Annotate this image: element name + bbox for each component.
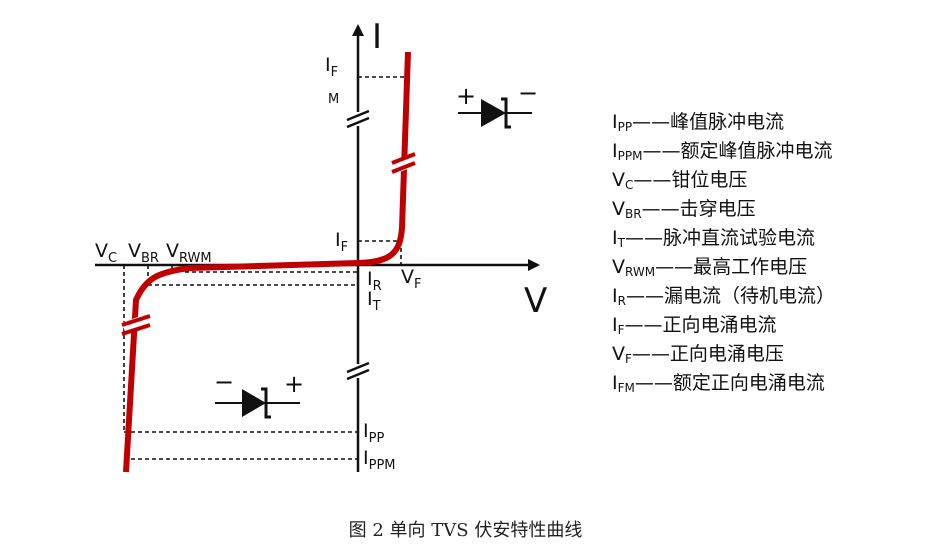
- legend-symbol-sub: PPM: [617, 149, 643, 163]
- label-ipp: IPP: [363, 420, 384, 446]
- legend-dash: ——: [625, 285, 664, 307]
- label-ippm: IPPM: [363, 447, 396, 473]
- legend-item: IF——正向电涌电流: [612, 311, 912, 340]
- legend-text: 脉冲直流试验电流: [662, 227, 815, 249]
- y-axis-label: I: [372, 17, 382, 57]
- legend-item: VBR——击穿电压: [612, 195, 912, 224]
- label-vc: VC: [95, 240, 117, 266]
- legend-symbol: V: [612, 343, 625, 365]
- legend-item: IPPM——额定峰值脉冲电流: [612, 137, 912, 166]
- legend-dash: ——: [624, 227, 663, 249]
- figure-caption: 图 2 单向 TVS 伏安特性曲线: [348, 520, 583, 541]
- diode-lower-minus: −: [214, 368, 234, 396]
- legend-text: 钳位电压: [671, 169, 748, 191]
- legend-symbol: I: [612, 314, 618, 336]
- label-vf: VF: [401, 266, 421, 292]
- legend-dash: ——: [642, 140, 681, 162]
- label-ifm-sub2: M: [328, 92, 339, 107]
- legend-symbol: I: [612, 285, 618, 307]
- legend-symbol-sub: PP: [617, 120, 633, 134]
- legend-text: 击穿电压: [679, 198, 756, 220]
- legend-dash: ——: [655, 256, 694, 278]
- legend-text: 正向电涌电压: [669, 343, 784, 365]
- legend-symbol-sub: R: [617, 294, 626, 308]
- legend-item: IFM——额定正向电涌电流: [612, 369, 912, 398]
- legend-symbol-sub: T: [617, 236, 625, 250]
- legend-dash: ——: [634, 372, 673, 394]
- legend-item: VC——钳位电压: [612, 166, 912, 195]
- legend-dash: ——: [631, 343, 670, 365]
- label-vbr: VBR: [128, 240, 159, 266]
- legend-symbol-sub: C: [625, 178, 634, 192]
- zener-cathode-bar-lower: [261, 387, 271, 419]
- diode-upper-plus: +: [456, 82, 476, 110]
- y-axis-break-lower: [346, 361, 370, 381]
- legend-dash: ——: [641, 198, 680, 220]
- legend-symbol-sub: FM: [617, 381, 635, 395]
- legend-text: 额定峰值脉冲电流: [680, 140, 833, 162]
- legend-symbol-sub: RWM: [625, 265, 656, 279]
- legend-symbol-sub: F: [625, 352, 632, 366]
- diode-symbol-upper: + −: [456, 79, 538, 129]
- legend-symbol: I: [612, 227, 618, 249]
- label-ir: IR: [367, 268, 382, 294]
- legend-text: 最高工作电压: [693, 256, 808, 278]
- legend-text: 额定正向电涌电流: [672, 372, 825, 394]
- legend-item: VF——正向电涌电压: [612, 340, 912, 369]
- legend-item: IR——漏电流（待机电流）: [612, 282, 912, 311]
- legend-text: 漏电流（待机电流）: [663, 285, 835, 307]
- curve-break-forward: [391, 152, 416, 174]
- legend-text: 正向电涌电流: [662, 314, 777, 336]
- legend-symbol-sub: F: [617, 323, 625, 337]
- diode-symbol-lower: − +: [214, 368, 304, 419]
- legend-dash: ——: [632, 111, 671, 133]
- curve-break-reverse: [121, 313, 151, 336]
- diode-upper-minus: −: [518, 79, 538, 107]
- label-it: IT: [367, 288, 381, 314]
- legend-symbol: I: [612, 111, 618, 133]
- legend-item: VRWM——最高工作电压: [612, 253, 912, 282]
- diode-lower-plus: +: [284, 370, 304, 398]
- legend-symbol: I: [612, 372, 618, 394]
- x-axis-label: V: [524, 281, 547, 321]
- label-if: IF: [335, 229, 348, 255]
- y-axis-break-upper: [346, 109, 370, 129]
- zener-cathode-bar-upper: [501, 97, 511, 129]
- legend-symbol: V: [612, 198, 625, 220]
- legend-item: IT——脉冲直流试验电流: [612, 224, 912, 253]
- legend-dash: ——: [633, 169, 672, 191]
- legend-dash: ——: [624, 314, 663, 336]
- label-vrwm: VRWM: [166, 240, 212, 266]
- legend-item: IPP——峰值脉冲电流: [612, 108, 912, 137]
- iv-curve: [123, 51, 411, 473]
- legend-symbol: I: [612, 140, 618, 162]
- legend-symbol: V: [612, 169, 625, 191]
- legend-text: 峰值脉冲电流: [670, 111, 785, 133]
- legend-symbol: V: [612, 256, 625, 278]
- label-ifm: IF: [325, 54, 338, 80]
- legend-symbol-sub: BR: [625, 207, 642, 221]
